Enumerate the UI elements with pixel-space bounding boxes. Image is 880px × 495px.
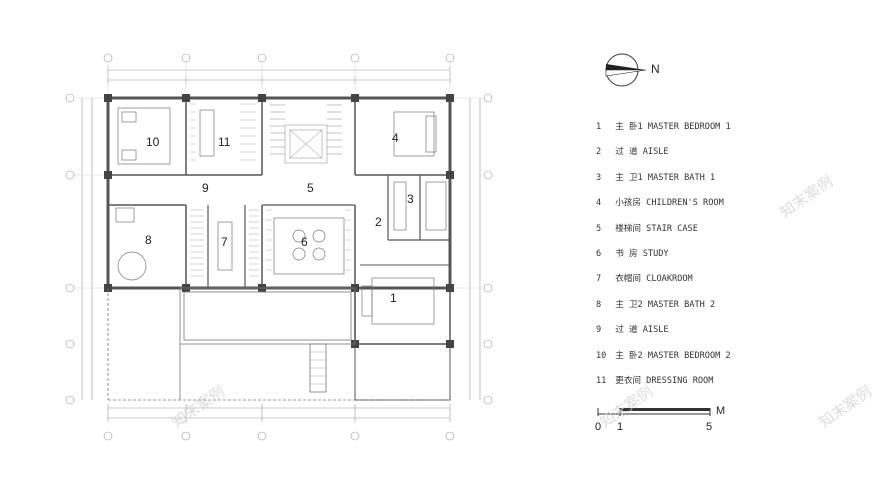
legend-item: 1 主 卧1 MASTER BEDROOM 1 [596,118,731,136]
scale-bar [597,408,711,416]
legend-num: 1 [596,122,602,132]
legend-num: 9 [596,325,602,336]
room-number-7: 7 [221,235,228,249]
legend-label: 小孩房 CHILDREN'S ROOM [615,198,724,209]
scale-unit: M [716,405,726,417]
legend-num: 7 [596,274,602,285]
legend-item: 7 衣帽间 CLOAKROOM [596,270,731,288]
north-label: N [651,62,660,76]
legend-label: 主 卫2 MASTER BATH 2 [615,299,716,310]
terrace [107,287,450,401]
legend-label: 衣帽间 CLOAKROOM [615,274,693,285]
grid-axis-lines [74,62,484,289]
room-number-8: 8 [145,233,152,247]
room-number-2: 2 [375,215,382,229]
legend-item: 3 主 卫1 MASTER BATH 1 [596,169,731,187]
legend-label: 主 卧1 MASTER BEDROOM 1 [615,122,731,132]
legend-label: 楼梯间 STAIR CASE [615,223,698,234]
room-legend: 1 主 卧1 MASTER BEDROOM 1 2 过 道 AISLE 3 主 … [596,118,731,397]
legend-num: 3 [596,172,602,183]
legend-label: 主 卧2 MASTER BEDROOM 2 [615,350,731,361]
room-number-6: 6 [301,235,308,249]
legend-label: 过 道 AISLE [615,147,669,158]
room-number-5: 5 [307,181,314,195]
columns [104,94,454,348]
room-number-10: 10 [146,135,160,149]
legend-num: 2 [596,147,602,158]
scale-label-start: 0 [595,421,602,433]
dimension-lines-top [81,66,481,422]
legend-item: 8 主 卫2 MASTER BATH 2 [596,296,731,314]
legend-label: 主 卫1 MASTER BATH 1 [615,172,716,183]
legend-num: 6 [596,248,602,259]
legend-num: 10 [596,350,607,361]
legend-item: 2 过 道 AISLE [596,143,731,161]
legend-item: 5 楼梯间 STAIR CASE [596,220,731,238]
north-arrow [605,53,647,87]
legend-item: 4 小孩房 CHILDREN'S ROOM [596,194,731,212]
legend-item: 11 更衣间 DRESSING ROOM [596,372,731,390]
room-number-4: 4 [392,131,399,145]
legend-item: 6 书 房 STUDY [596,245,731,263]
terrace-steps [310,351,326,385]
legend-label: 书 房 STUDY [615,248,669,259]
legend-label: 过 道 AISLE [615,325,669,336]
legend-label: 更衣间 DRESSING ROOM [615,375,714,386]
room-number-3: 3 [407,192,414,206]
room-number-11: 11 [218,135,231,149]
legend-num: 4 [596,198,602,209]
legend-item: 9 过 道 AISLE [596,321,731,339]
stairs [270,104,342,164]
legend-item: 10 主 卧2 MASTER BEDROOM 2 [596,347,731,365]
scale-label-mid: 1 [617,421,624,433]
room-number-1: 1 [390,291,397,305]
room-number-9: 9 [202,181,209,195]
furniture [115,107,447,325]
wardrobe-hatching [190,103,351,277]
grid-axis-markers [65,53,493,441]
legend-num: 11 [596,375,607,386]
legend-num: 8 [596,299,602,310]
scale-label-end: 5 [706,421,713,433]
legend-num: 5 [596,223,602,234]
